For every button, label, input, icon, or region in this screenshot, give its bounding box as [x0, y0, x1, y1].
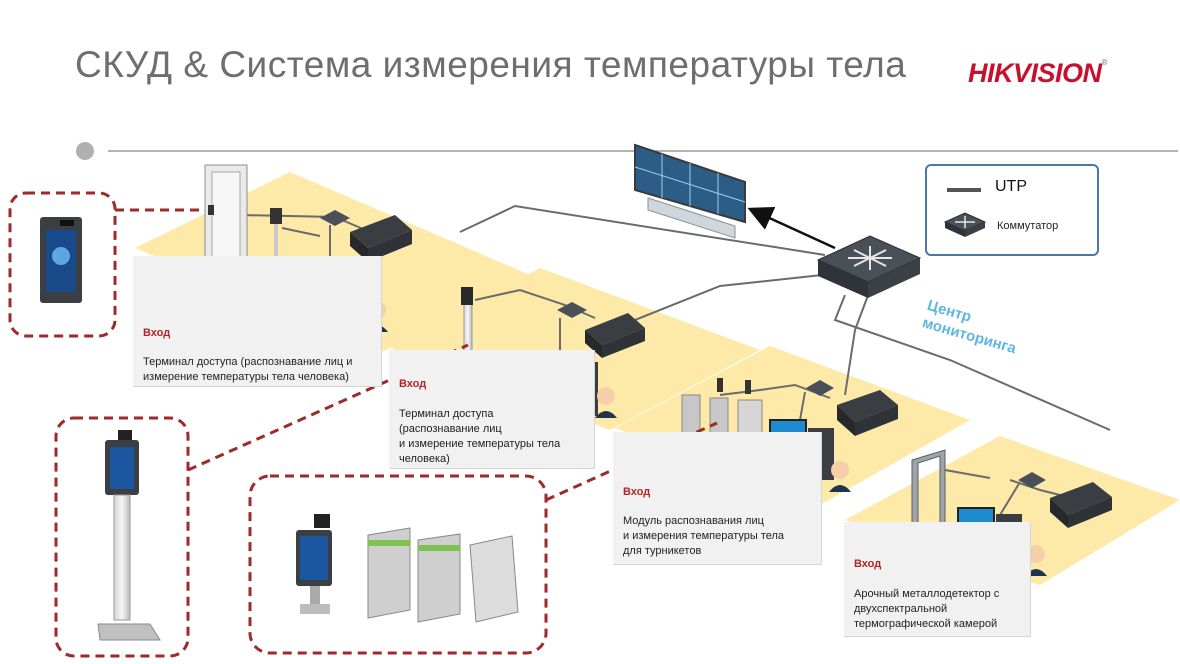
utp-line-swatch	[947, 188, 981, 192]
wall-terminal-device	[40, 217, 82, 303]
core-switch	[816, 235, 922, 298]
zone-label-2: Вход Терминал доступа (распознавание лиц…	[389, 350, 595, 469]
header-bullet	[76, 142, 94, 160]
zone-description: Арочный металлодетектор с двухспектральн…	[854, 587, 999, 632]
zone-heading: Вход	[399, 378, 427, 390]
zone-heading: Вход	[854, 558, 882, 570]
zone-text-line: (распознавание лиц	[399, 423, 502, 435]
legend-switch-label: Коммутатор	[997, 220, 1059, 232]
callout-wall-terminal	[8, 191, 117, 338]
legend-utp-label: UTP	[995, 178, 1027, 195]
zone-label-3: Вход Модуль распознавания лиц и измерени…	[613, 432, 822, 565]
switch-icon	[943, 212, 987, 237]
callout-turnstile	[248, 474, 548, 655]
zone-text-line: термографической камерой	[854, 618, 998, 630]
zone-text-line: Модуль распознавания лиц	[623, 515, 764, 527]
zone-floor-2	[390, 268, 760, 430]
turnstile-devices	[296, 514, 519, 623]
zone-description: Терминал доступа (распознавание лиц и из…	[399, 407, 560, 467]
zone-text-line: человека)	[399, 453, 450, 465]
zone-text-line: Терминал доступа	[399, 408, 494, 420]
zone-text-line: измерение температуры тела человека)	[143, 371, 349, 383]
callout-stand-terminal	[54, 416, 190, 658]
wall-arrow	[747, 206, 836, 250]
zone-heading: Вход	[143, 327, 171, 339]
zone-text-line: для турникетов	[623, 545, 702, 557]
zone-label-4: Вход Арочный металлодетектор с двухспект…	[844, 522, 1031, 637]
zone-text-line: и измерения температуры тела	[623, 530, 785, 542]
zone-description: Терминал доступа (распознавание лиц и из…	[143, 355, 352, 385]
logo-text: HIKVISION	[968, 58, 1102, 88]
video-wall	[634, 143, 746, 239]
zone-text-line: двухспектральной	[854, 603, 948, 615]
zone-text-line: Терминал доступа (распознавание лиц и	[143, 356, 353, 368]
hikvision-logo: HIKVISION®	[968, 58, 1107, 88]
page-title: СКУД & Система измерения температуры тел…	[75, 44, 907, 85]
zone-text-line: Арочный металлодетектор с	[854, 588, 1000, 600]
zone-label-1: Вход Терминал доступа (распознавание лиц…	[133, 256, 382, 387]
zone-heading: Вход	[623, 486, 651, 498]
legend: UTP Коммутатор	[925, 164, 1099, 256]
zone-description: Модуль распознавания лиц и измерения тем…	[623, 514, 784, 559]
zone-text-line: и измерение температуры тела	[399, 438, 561, 450]
stand-terminal-device	[97, 430, 161, 641]
